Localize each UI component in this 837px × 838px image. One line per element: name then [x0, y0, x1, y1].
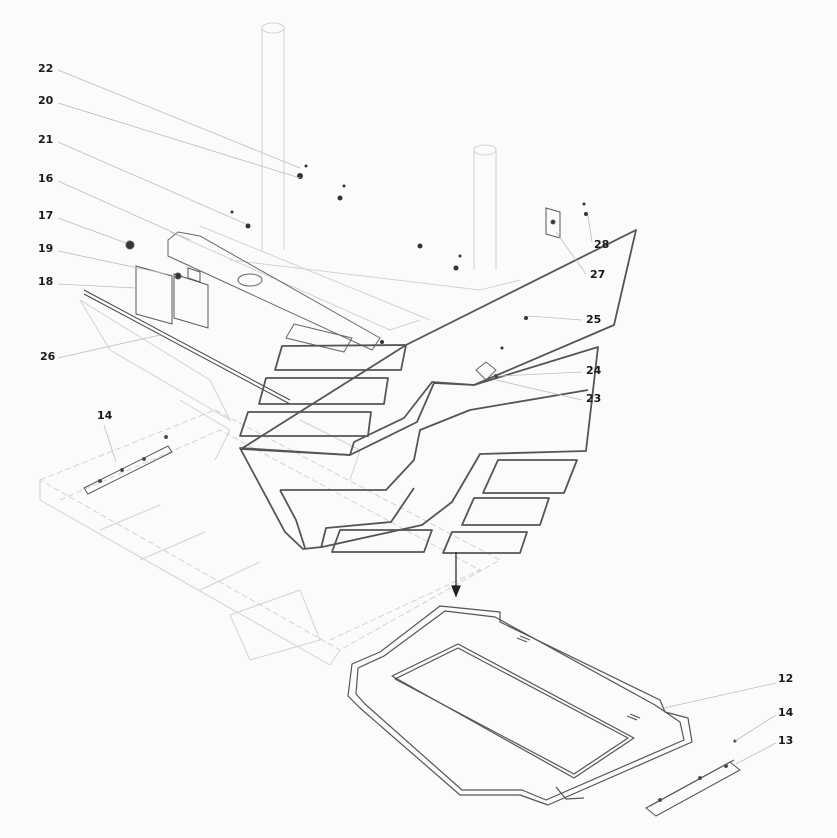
panel-16 — [167, 231, 381, 353]
rod-26 — [83, 289, 291, 405]
assembly-arrow — [451, 552, 461, 598]
bracket-19 — [125, 240, 209, 329]
upper-mat-25 — [239, 229, 637, 456]
plate-14-left — [83, 435, 173, 495]
callout-25: 25 — [586, 313, 601, 326]
bracket-24 — [475, 361, 497, 381]
callout-12: 12 — [778, 672, 793, 685]
callout-27: 27 — [590, 268, 605, 281]
callout-14-left: 14 — [97, 409, 113, 422]
callout-17: 17 — [38, 209, 53, 222]
hardware-fasteners — [230, 164, 737, 743]
mat-pads — [331, 459, 578, 554]
callout-18: 18 — [38, 275, 53, 288]
callout-26: 26 — [40, 350, 56, 363]
callout-13: 13 — [778, 734, 793, 747]
callout-28: 28 — [594, 238, 609, 251]
callout-24: 24 — [586, 364, 602, 377]
callout-21: 21 — [38, 133, 53, 146]
callout-19: 19 — [38, 242, 53, 255]
callout-14-right: 14 — [778, 706, 794, 719]
machine-frame-ghost — [38, 22, 521, 666]
floor-pan-12 — [347, 605, 693, 806]
callout-23: 23 — [586, 392, 601, 405]
callout-20: 20 — [38, 94, 54, 107]
callout-labels: 22 20 21 16 17 19 18 26 14 28 27 25 24 2… — [38, 62, 794, 747]
plate-13 — [645, 759, 741, 817]
callout-16: 16 — [38, 172, 54, 185]
plate-27 — [545, 207, 561, 239]
callout-22: 22 — [38, 62, 53, 75]
leader-lines — [57, 69, 777, 765]
lower-mat-23 — [239, 346, 599, 550]
